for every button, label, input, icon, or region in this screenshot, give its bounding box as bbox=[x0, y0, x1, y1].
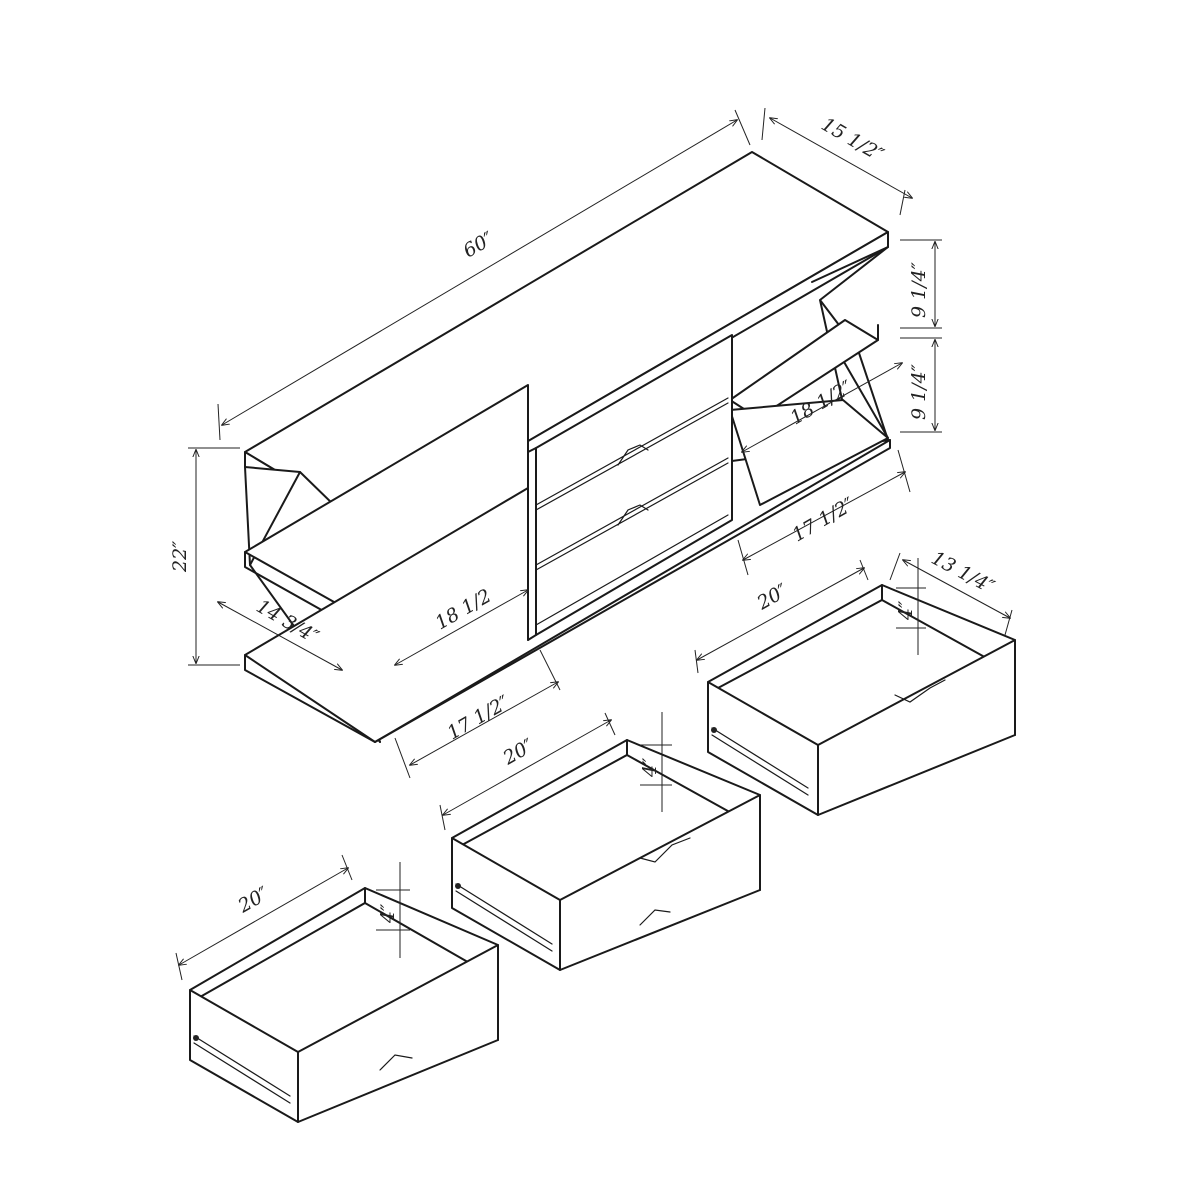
drawer-handle-1 bbox=[617, 444, 649, 466]
center-cabinet-side bbox=[527, 447, 537, 641]
dim-right-shelf-width: 17 1/2″ bbox=[789, 493, 859, 546]
dim-upper-gap: 9 1/4″ bbox=[908, 262, 930, 318]
dim-lower-gap: 9 1/4″ bbox=[908, 364, 930, 420]
drawer-1-depth: 13 1/4″ bbox=[928, 547, 998, 598]
drawer-handle-2 bbox=[617, 504, 649, 526]
drawer-3-front bbox=[297, 944, 499, 1123]
drawer-3: 20″ 4″ bbox=[175, 854, 499, 1123]
drawer-line-3 bbox=[535, 514, 729, 626]
drawer-1: 20″ 13 1/4″ 4″ bbox=[694, 547, 1016, 816]
dim-left-shelf-width: 17 1/2″ bbox=[444, 691, 514, 744]
dim-total-width: 60″ bbox=[460, 228, 498, 263]
drawer-line-2 bbox=[535, 457, 729, 566]
drawer-3-front-cutout bbox=[379, 1054, 413, 1071]
drawer-1-front bbox=[817, 639, 1016, 816]
drawer-2-front bbox=[559, 794, 761, 971]
drawer-1-height: 4″ bbox=[895, 601, 917, 621]
drawer-2: 20″ 4″ bbox=[439, 712, 761, 971]
dim-depth: 15 1/2″ bbox=[818, 113, 888, 166]
drawer-3-height: 4″ bbox=[377, 904, 399, 924]
drawer-3-width: 20″ bbox=[234, 883, 273, 918]
dim-total-height: 22″ bbox=[169, 541, 191, 573]
drawer-1-handle-cutout bbox=[894, 679, 946, 703]
drawer-2-height: 4″ bbox=[639, 758, 661, 778]
drawer-2-handle-cutout bbox=[639, 837, 691, 863]
drawer-2-front-cutout bbox=[639, 909, 671, 926]
drawer-1-width: 20″ bbox=[753, 580, 792, 615]
